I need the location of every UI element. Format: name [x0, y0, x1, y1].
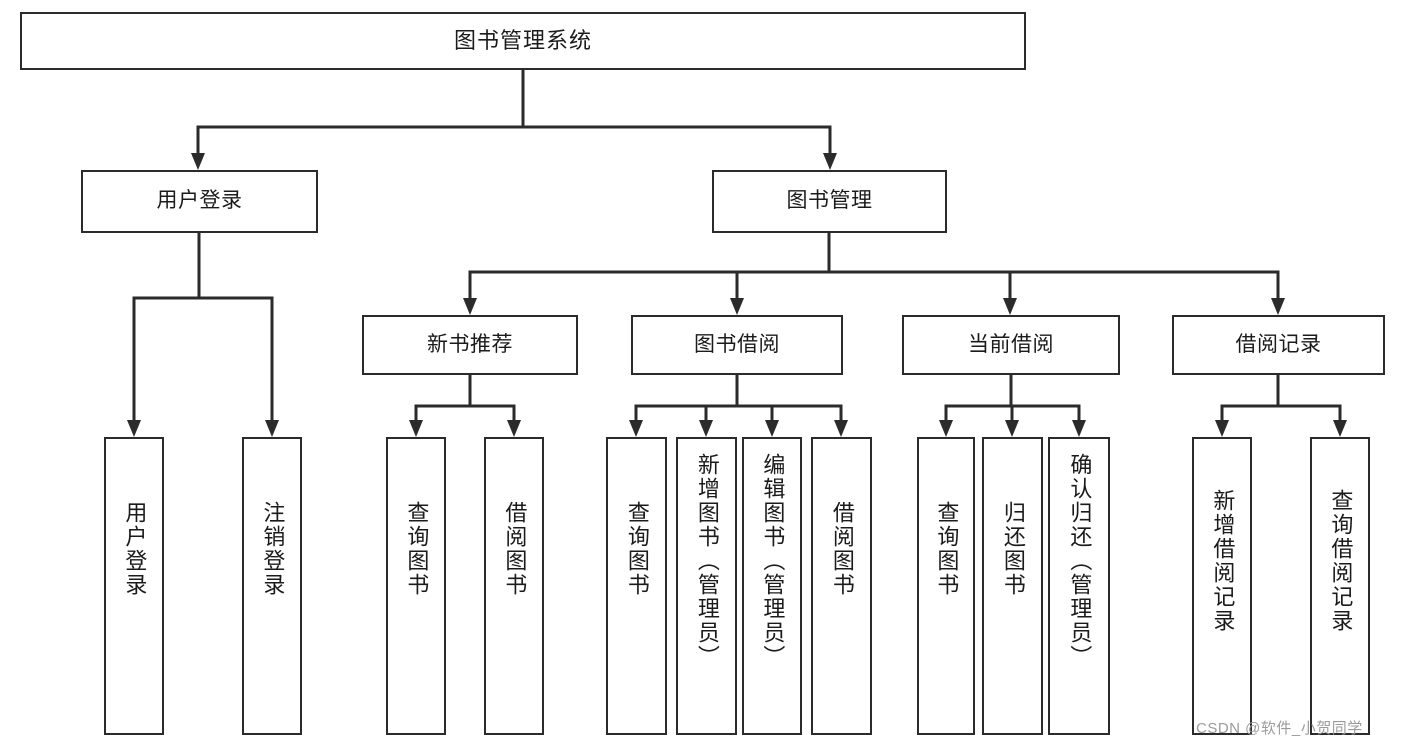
node-label: 当前借阅: [968, 332, 1054, 356]
node-root-图书管理系统: 图书管理系统: [20, 12, 1026, 70]
node-label: 查询图书: [624, 501, 650, 597]
node-label: 借阅记录: [1235, 332, 1322, 356]
node-level3-借阅记录: 借阅记录: [1172, 315, 1385, 375]
arrowhead: [409, 420, 423, 437]
arrowhead: [765, 420, 779, 437]
node-label: 借阅图书: [829, 501, 855, 597]
arrowhead: [1005, 420, 1019, 437]
node-label: 编辑图书（管理员）: [760, 453, 786, 669]
node-label: 用户登录: [156, 189, 243, 213]
node-leaf-归还图书: 归还图书: [982, 437, 1043, 735]
arrowhead: [191, 153, 205, 170]
arrowhead: [730, 298, 744, 315]
arrowhead: [823, 153, 837, 170]
arrowhead: [507, 420, 521, 437]
node-label: 新书推荐: [427, 332, 513, 356]
arrowhead: [463, 298, 477, 315]
node-label: 新增图书（管理员）: [694, 453, 720, 669]
arrowhead: [834, 420, 848, 437]
node-label: 借阅图书: [502, 501, 528, 597]
arrowhead: [629, 420, 643, 437]
arrowhead: [1271, 298, 1285, 315]
node-leaf-用户登录: 用户登录: [104, 437, 164, 735]
arrowhead: [265, 420, 279, 437]
node-label: 新增借阅记录: [1210, 489, 1236, 633]
arrowhead: [1072, 420, 1086, 437]
node-label: 用户登录: [122, 501, 148, 597]
node-label: 图书管理系统: [453, 28, 592, 54]
node-leaf-新增图书管理员: 新增图书（管理员）: [676, 437, 737, 735]
node-leaf-查询图书: 查询图书: [386, 437, 446, 735]
arrowhead: [939, 420, 953, 437]
node-level3-图书借阅: 图书借阅: [631, 315, 843, 375]
arrowhead: [699, 420, 713, 437]
node-label: 确认归还（管理员）: [1067, 453, 1093, 669]
node-level3-当前借阅: 当前借阅: [902, 315, 1120, 375]
node-leaf-注销登录: 注销登录: [242, 437, 302, 735]
node-label: 查询图书: [934, 501, 960, 597]
node-leaf-借阅图书: 借阅图书: [484, 437, 544, 735]
node-leaf-编辑图书管理员: 编辑图书（管理员）: [742, 437, 802, 735]
node-level2-用户登录: 用户登录: [81, 170, 318, 233]
node-leaf-借阅图书: 借阅图书: [811, 437, 872, 735]
node-leaf-查询借阅记录: 查询借阅记录: [1310, 437, 1370, 735]
node-level2-图书管理: 图书管理: [712, 170, 947, 233]
node-label: 注销登录: [260, 501, 286, 597]
arrowhead: [1215, 420, 1229, 437]
node-label: 查询借阅记录: [1328, 489, 1354, 633]
node-leaf-查询图书: 查询图书: [606, 437, 667, 735]
node-label: 图书借阅: [694, 332, 780, 356]
node-label: 归还图书: [1000, 501, 1026, 597]
node-leaf-查询图书: 查询图书: [917, 437, 975, 735]
node-leaf-确认归还管理员: 确认归还（管理员）: [1048, 437, 1110, 735]
node-leaf-新增借阅记录: 新增借阅记录: [1192, 437, 1252, 735]
arrowhead: [1003, 298, 1017, 315]
node-label: 图书管理: [786, 189, 873, 213]
csdn-watermark: CSDN @软件_小贺同学: [1196, 720, 1363, 737]
arrowhead: [127, 420, 141, 437]
arrowhead: [1333, 420, 1347, 437]
node-label: 查询图书: [404, 501, 430, 597]
node-level3-新书推荐: 新书推荐: [362, 315, 578, 375]
